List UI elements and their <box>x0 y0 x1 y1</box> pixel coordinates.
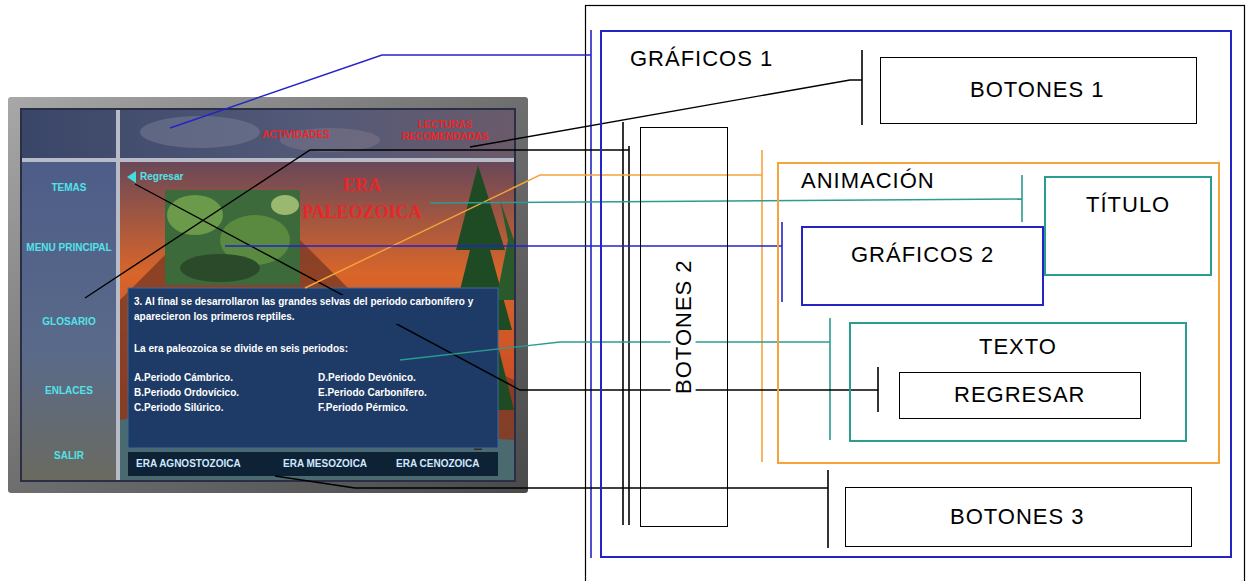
node-label: ANIMACIÓN <box>801 168 935 193</box>
period-item: E.Periodo Carbonífero. <box>318 387 427 399</box>
back-button-box: REGRESAR <box>899 372 1141 419</box>
bracket <box>781 222 783 302</box>
menu-button-label: MENU PRINCIPAL <box>26 242 112 254</box>
menu-button-label: LECTURAS RECOMENDADAS <box>385 119 505 143</box>
screen-inner <box>20 108 516 482</box>
photo-foliage <box>180 254 260 282</box>
animation-region: ANIMACIÓN TÍTULO GRÁFICOS 2 TEXTO REGRESAR <box>777 162 1220 464</box>
pine-tree <box>496 200 514 300</box>
screen-paragraph: 3. Al final se desarrollaron las grandes… <box>134 295 492 324</box>
bracket <box>761 150 763 462</box>
buttons-box: BOTONES 2 <box>640 127 728 527</box>
period-item: C.Periodo Silúrico. <box>134 402 223 414</box>
outer-frame <box>586 6 1245 581</box>
menu-column <box>22 162 116 480</box>
menu-button-label: GLOSARIO <box>26 316 112 328</box>
back-arrow-icon <box>127 171 136 183</box>
bracket <box>861 50 863 125</box>
screenshot-illustration <box>8 97 528 493</box>
back-link-label: Regresar <box>140 171 183 183</box>
bracket <box>829 318 831 440</box>
photo <box>165 190 300 285</box>
brackets <box>591 30 1022 558</box>
buttons-box: BOTONES 1 <box>880 57 1197 124</box>
leader-line <box>470 80 862 147</box>
node-label: REGRESAR <box>954 382 1085 407</box>
period-item: F.Periodo Pérmico. <box>318 402 408 414</box>
bracket <box>590 30 592 558</box>
node-label: BOTONES 2 <box>671 255 696 398</box>
bracket <box>622 122 624 525</box>
screen-frame <box>8 97 528 493</box>
period-item: B.Periodo Ordovícico. <box>134 387 239 399</box>
menu-button-label: TEMAS <box>26 182 112 194</box>
leader-line <box>170 55 591 128</box>
leader-line <box>85 150 629 298</box>
screen-paragraph: La era paleozoica se divide en seis peri… <box>134 343 348 355</box>
bottom-bar <box>128 452 498 476</box>
title-box: TÍTULO <box>1044 176 1212 276</box>
era-link-label: ERA AGNOSTOZOICA <box>136 458 241 470</box>
grid-separator <box>116 110 120 480</box>
screen-title: ERA PALEOZOICA <box>298 172 426 226</box>
bracket <box>827 470 829 548</box>
top-band <box>22 110 514 158</box>
node-label: TÍTULO <box>1086 192 1170 217</box>
leader-line <box>275 476 828 488</box>
forest-photo <box>165 190 300 285</box>
node-label: GRÁFICOS 1 <box>630 46 773 71</box>
photo-light <box>271 195 299 215</box>
leader-line <box>225 245 782 246</box>
node-label: BOTONES 3 <box>950 504 1085 529</box>
graphics-box: GRÁFICOS 2 <box>801 226 1044 306</box>
era-link-label: ERA CENOZOICA <box>396 458 480 470</box>
leader-line <box>400 342 830 360</box>
bracket <box>628 146 630 525</box>
leader-line <box>135 184 878 390</box>
period-item: D.Periodo Devónico. <box>318 372 416 384</box>
text-box: TEXTO REGRESAR <box>849 322 1187 442</box>
menu-button-label: ENLACES <box>26 385 112 397</box>
node-label: BOTONES 1 <box>970 77 1105 102</box>
graphics-region: GRÁFICOS 1 BOTONES 1 BOTONES 2 ANIMACIÓN TÍT… <box>600 30 1232 558</box>
menu-button-label: ACTIVIDADES <box>262 129 330 141</box>
sunset-background <box>120 162 514 480</box>
era-link-label: ERA MESOZOICA <box>283 458 367 470</box>
smoke-cloud <box>140 116 260 148</box>
node-label: TEXTO <box>979 334 1057 359</box>
buttons-box: BOTONES 3 <box>845 487 1192 547</box>
leader-lines <box>85 55 1022 488</box>
node-label: GRÁFICOS 2 <box>851 242 994 267</box>
text-panel <box>128 288 498 448</box>
menu-button-label: SALIR <box>26 450 112 462</box>
grid-separator <box>22 158 514 162</box>
leader-line <box>430 199 1022 203</box>
photo-foliage <box>167 195 223 235</box>
period-item: A.Periodo Cámbrico. <box>134 372 233 384</box>
